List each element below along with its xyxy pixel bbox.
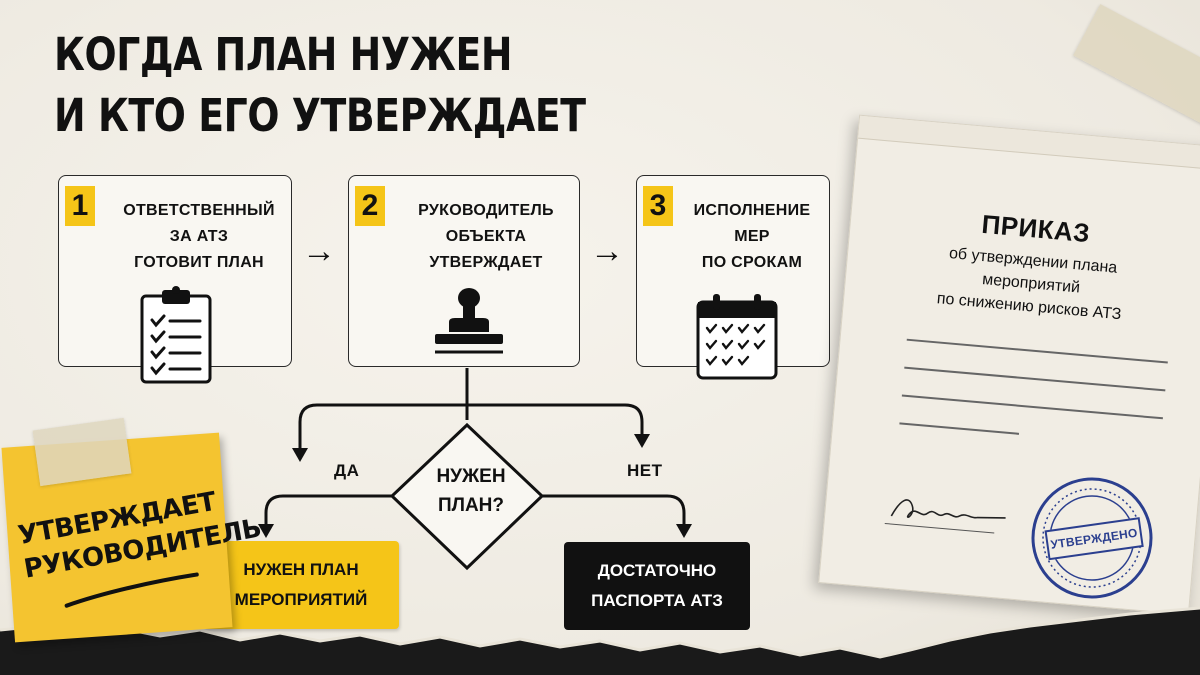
result-yes-line-2: МЕРОПРИЯТИЙ: [234, 590, 368, 609]
result-plan-needed: НУЖЕН ПЛАН МЕРОПРИЯТИЙ: [203, 541, 399, 629]
upper-left-arrowhead: [292, 448, 308, 462]
upper-right-arrowhead: [634, 434, 650, 448]
decision-text: НУЖЕН ПЛАН?: [411, 462, 531, 520]
approved-stamp: УТВЕРЖДЕНО: [1022, 468, 1162, 608]
page-title-line-1: КОГДА ПЛАН НУЖЕН: [54, 28, 513, 81]
step-3-line-2: МЕР: [734, 228, 770, 245]
result-passport-enough: ДОСТАТОЧНО ПАСПОРТА АТЗ: [564, 542, 750, 630]
step-2-line-2: ОБЪЕКТА: [445, 228, 527, 245]
stamp-icon: [435, 288, 503, 354]
calendar-checks-icon: [696, 294, 778, 380]
step-1-line-1: ОТВЕТСТВЕННЫЙ: [123, 202, 275, 219]
yes-label: ДА: [334, 461, 360, 480]
yes-branch-line: [264, 494, 392, 528]
step-text-2: РУКОВОДИТЕЛЬ ОБЪЕКТА УТВЕРЖДАЕТ: [397, 198, 575, 276]
sticky-note-text: УТВЕРЖДАЕТ РУКОВОДИТЕЛЬ: [16, 485, 264, 587]
step-number-2: 2: [355, 186, 385, 226]
step-3-line-1: ИСПОЛНЕНИЕ: [693, 202, 811, 219]
page-title-line-2: И КТО ЕГО УТВЕРЖДАЕТ: [54, 89, 586, 142]
no-arrowhead: [676, 524, 692, 538]
clipboard-checklist-icon: [140, 286, 212, 384]
no-label: НЕТ: [627, 461, 663, 480]
arrow-right-icon: →: [590, 232, 624, 270]
step-number-3: 3: [643, 186, 673, 226]
yes-arrowhead: [258, 524, 274, 538]
decision-line-2: ПЛАН?: [437, 495, 505, 516]
step-card-2: 2 РУКОВОДИТЕЛЬ ОБЪЕКТА УТВЕРЖДАЕТ: [348, 175, 580, 367]
result-yes-line-1: НУЖЕН ПЛАН: [243, 560, 359, 579]
step-card-1: 1 ОТВЕТСТВЕННЫЙ ЗА АТЗ ГОТОВИТ ПЛАН: [58, 175, 292, 384]
step-number-1: 1: [65, 186, 95, 226]
step-1-line-2: ЗА АТЗ: [169, 228, 229, 245]
step-2-line-3: УТВЕРЖДАЕТ: [429, 254, 543, 271]
step-text-3: ИСПОЛНЕНИЕ МЕР ПО СРОКАМ: [679, 198, 825, 276]
page-title: КОГДА ПЛАН НУЖЕН И КТО ЕГО УТВЕРЖДАЕТ: [54, 24, 586, 146]
upper-branch-line: [298, 403, 644, 452]
step-card-3: 3 ИСПОЛНЕНИЕ МЕР ПО СРОКАМ: [636, 175, 830, 380]
signature-icon: [884, 499, 1006, 534]
no-branch-line: [542, 494, 686, 528]
step-2-line-1: РУКОВОДИТЕЛЬ: [418, 202, 554, 219]
underline-stroke-icon: [64, 572, 199, 608]
decision-line-1: НУЖЕН: [436, 466, 506, 487]
decision-diamond: [389, 422, 545, 571]
result-no-line-2: ПАСПОРТА АТЗ: [591, 591, 723, 610]
order-document: ПРИКАЗ об утверждении плана мероприятий …: [818, 114, 1200, 616]
result-no-line-1: ДОСТАТОЧНО: [597, 561, 717, 580]
step-text-1: ОТВЕТСТВЕННЫЙ ЗА АТЗ ГОТОВИТ ПЛАН: [109, 198, 289, 276]
arrow-right-icon: →: [302, 232, 336, 270]
step-3-line-3: ПО СРОКАМ: [701, 254, 803, 271]
sticky-note: УТВЕРЖДАЕТ РУКОВОДИТЕЛЬ: [1, 432, 264, 643]
step-1-line-3: ГОТОВИТ ПЛАН: [134, 254, 264, 271]
